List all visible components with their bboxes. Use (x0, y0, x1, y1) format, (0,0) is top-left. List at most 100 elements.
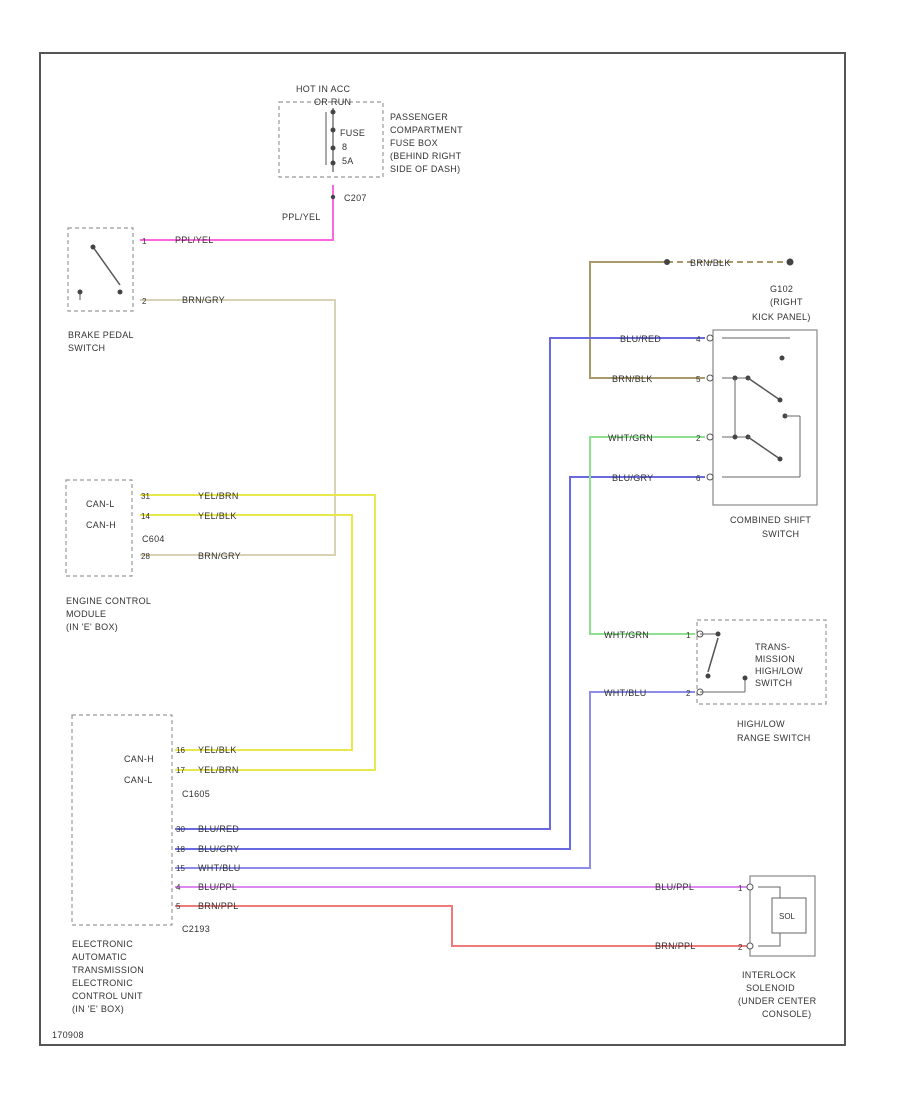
fuse-desc-3: FUSE BOX (390, 138, 438, 148)
tcu-connector-1: C1605 (182, 789, 210, 799)
ecm-pin-31: 31 (141, 492, 150, 501)
range-name-1: HIGH/LOW (737, 719, 785, 729)
solenoid-pin-1: 1 (738, 884, 743, 893)
tcu-pin-30: 30 (176, 825, 185, 834)
brake-name-2: SWITCH (68, 343, 105, 353)
transmission-control-unit: CAN-H CAN-L C1605 C2193 16 17 30 18 15 4… (71, 714, 210, 1014)
wire-label-wht-blu-2: WHT/BLU (198, 863, 241, 873)
interlock-solenoid: SOL 1 2 INTERLOCK SOLENOID (UNDER CENTER… (738, 875, 817, 1019)
range-pin-1: 1 (686, 631, 691, 640)
ecm-can-h: CAN-H (86, 520, 116, 530)
wire-blu-red (175, 337, 705, 830)
wire-yel-blk (140, 514, 353, 751)
tcu-pin-16: 16 (176, 746, 185, 755)
wire-label-brn-gry-1: BRN/GRY (182, 295, 225, 305)
wire-label-ppl-yel-2: PPL/YEL (282, 212, 321, 222)
fuse-hot2-label: OR RUN (314, 97, 351, 107)
shift-pin-5: 5 (696, 375, 701, 384)
ecm-name-2: MODULE (66, 609, 106, 619)
wire-label-blu-ppl-2: BLU/PPL (655, 882, 694, 892)
ground-name-2: (RIGHT (770, 297, 803, 307)
solenoid-name-1: INTERLOCK (742, 970, 796, 980)
wire-label-brn-blk-2: BRN/BLK (612, 374, 653, 384)
wire-label-yel-brn-1: YEL/BRN (198, 491, 239, 501)
shift-pin-2: 2 (696, 434, 701, 443)
tcu-name-2: AUTOMATIC (72, 952, 127, 962)
high-low-range-switch: 1 2 TRANS- MISSION HIGH/LOW SWITCH HIGH/… (686, 619, 827, 743)
wire-label-blu-red-1: BLU/RED (620, 334, 661, 344)
tcu-pin-18: 18 (176, 845, 185, 854)
tcu-name-5: CONTROL UNIT (72, 991, 143, 1001)
wire-wht-blu (175, 691, 695, 869)
tcu-name-4: ELECTRONIC (72, 978, 133, 988)
tcu-connector-2: C2193 (182, 924, 210, 934)
solenoid-name-3: (UNDER CENTER (738, 996, 817, 1006)
wire-label-yel-brn-2: YEL/BRN (198, 765, 239, 775)
solenoid-pin-2: 2 (738, 943, 743, 952)
shift-pin-6: 6 (696, 474, 701, 483)
ground-icon (786, 258, 794, 266)
wire-yel-brn (140, 494, 376, 771)
solenoid-name-4: CONSOLE) (762, 1009, 811, 1019)
tcu-can-l: CAN-L (124, 775, 153, 785)
wire-brn-blk (589, 261, 705, 379)
brake-pedal-switch: 1 2 BRAKE PEDAL SWITCH (67, 227, 147, 353)
ground-name-1: G102 (770, 284, 793, 294)
ecm-connector: C604 (142, 534, 165, 544)
wire-label-ppl-yel-1: PPL/YEL (175, 235, 214, 245)
ecm-pin-14: 14 (141, 512, 150, 521)
shift-name-1: COMBINED SHIFT (730, 515, 811, 525)
fuse-desc-4: (BEHIND RIGHT (390, 151, 462, 161)
fuse-box: HOT IN ACC OR RUN FUSE 8 5A PASSENGER CO… (278, 84, 463, 203)
tcu-name-6: (IN 'E' BOX) (72, 1004, 124, 1014)
shift-name-2: SWITCH (762, 529, 799, 539)
shift-pin-4: 4 (696, 335, 701, 344)
tcu-pin-4: 4 (176, 883, 181, 892)
wire-ppl-yel (140, 185, 334, 241)
tcu-name-1: ELECTRONIC (72, 939, 133, 949)
wire-label-wht-grn-1: WHT/GRN (608, 433, 653, 443)
range-inner-4: SWITCH (755, 678, 792, 688)
ecm-can-l: CAN-L (86, 499, 115, 509)
range-inner-2: MISSION (755, 654, 795, 664)
wire-label-blu-ppl-1: BLU/PPL (198, 882, 237, 892)
wire-label-wht-blu-1: WHT/BLU (604, 688, 647, 698)
wire-label-brn-gry-2: BRN/GRY (198, 551, 241, 561)
fuse-amp: 5A (342, 156, 354, 166)
tcu-can-h: CAN-H (124, 754, 154, 764)
wire-label-wht-grn-2: WHT/GRN (604, 630, 649, 640)
fuse-connector: C207 (344, 193, 367, 203)
tcu-name-3: TRANSMISSION (72, 965, 144, 975)
figure-id: 170908 (52, 1030, 84, 1040)
wire-label-yel-blk-1: YEL/BLK (198, 511, 237, 521)
wire-label-brn-ppl-2: BRN/PPL (655, 941, 696, 951)
wire-label-brn-ppl-1: BRN/PPL (198, 901, 239, 911)
tcu-pin-5: 5 (176, 902, 181, 911)
combined-shift-switch: 4 5 2 6 COMBINED SHIFT SWITCH (696, 329, 818, 539)
wire-label-blu-red-2: BLU/RED (198, 824, 239, 834)
ecm-pin-28: 28 (141, 552, 150, 561)
brake-name-1: BRAKE PEDAL (68, 330, 134, 340)
wire-label-blu-gry-2: BLU/GRY (198, 844, 239, 854)
ground-splice (664, 259, 670, 265)
wire-brn-gry (140, 299, 336, 556)
fuse-number: 8 (342, 142, 347, 152)
wire-brn-ppl (175, 905, 750, 947)
wire-label-brn-blk-1: BRN/BLK (690, 258, 731, 268)
brake-pin-1: 1 (142, 237, 147, 246)
range-pin-2: 2 (686, 689, 691, 698)
diagram-frame (39, 52, 846, 1046)
ground-name-3: KICK PANEL) (752, 312, 811, 322)
wire-wht-grn (589, 436, 705, 635)
fuse-desc-5: SIDE OF DASH) (390, 164, 460, 174)
range-inner-1: TRANS- (755, 642, 790, 652)
ecm-name-3: (IN 'E' BOX) (66, 622, 118, 632)
tcu-pin-17: 17 (176, 766, 185, 775)
wire-blu-gry (175, 476, 705, 850)
solenoid-inner: SOL (779, 912, 796, 921)
fuse-label: FUSE (340, 128, 365, 138)
brake-pin-2: 2 (142, 297, 147, 306)
ecm-name-1: ENGINE CONTROL (66, 596, 151, 606)
wire-label-yel-blk-2: YEL/BLK (198, 745, 237, 755)
